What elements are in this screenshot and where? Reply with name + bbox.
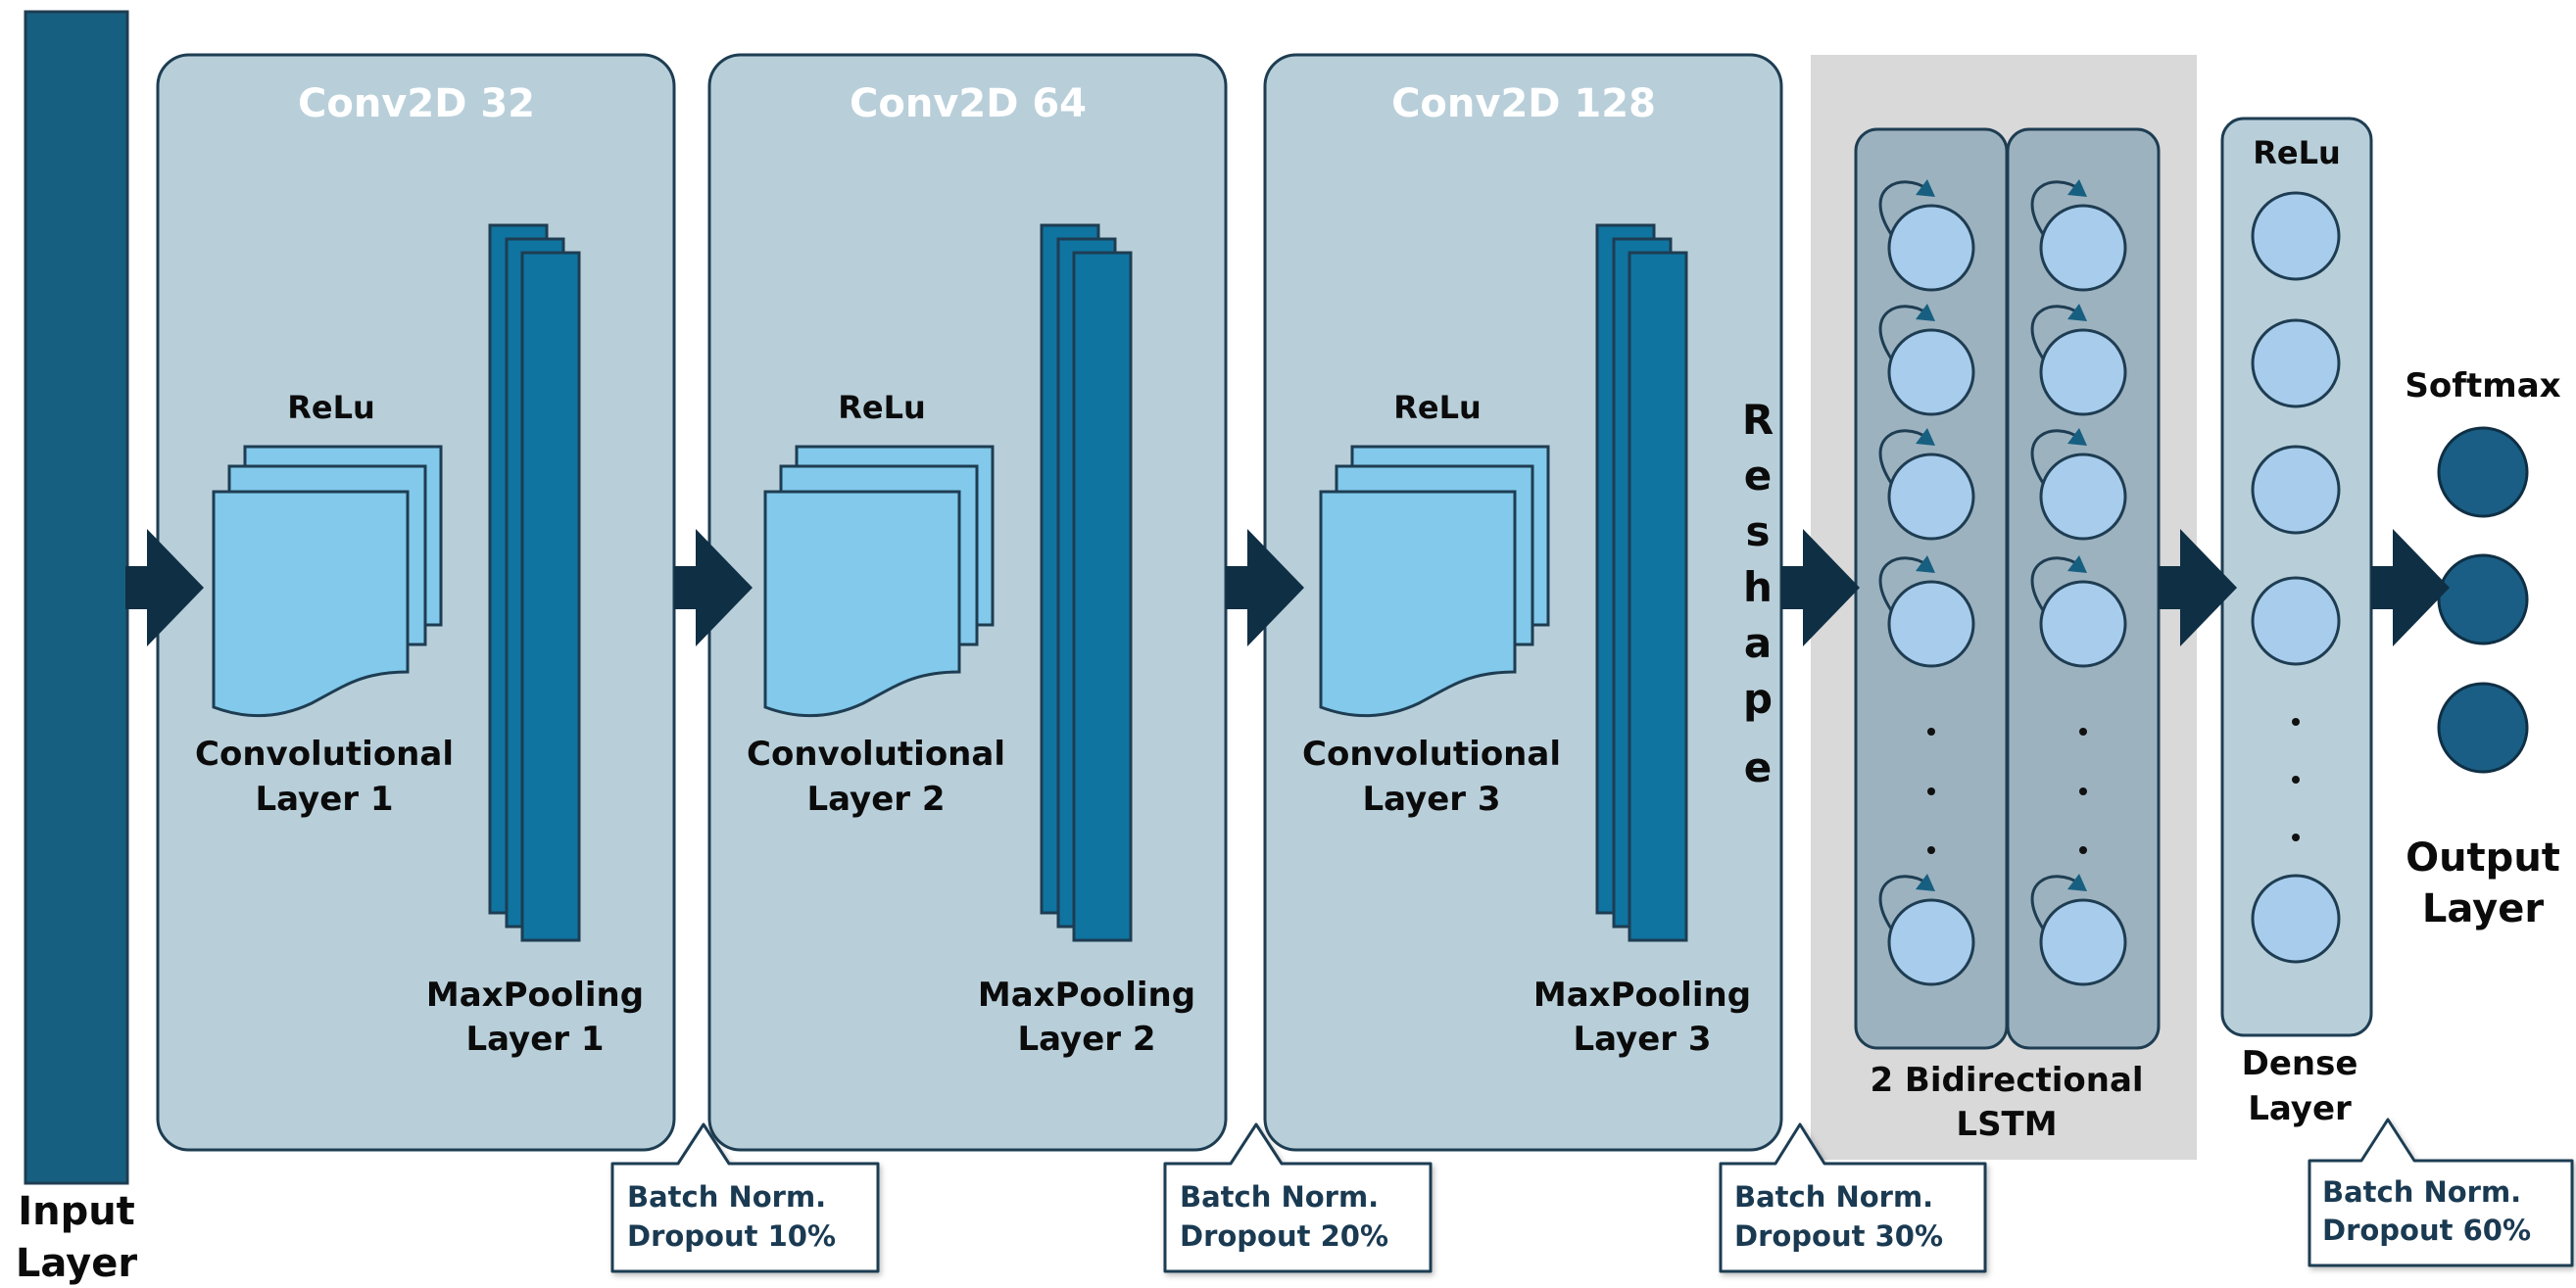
- reshape-letter: e: [1744, 452, 1773, 500]
- conv-block-3: Conv2D 128 ReLu Convolutional Layer 3 Ma…: [1263, 53, 1783, 1152]
- lstm-neuron: [1878, 179, 1975, 292]
- maxpool-layer-1-label-line1: MaxPooling: [426, 976, 644, 1015]
- ellipsis-dot: [1927, 787, 1935, 795]
- conv-layer-2-label-line1: Convolutional: [747, 735, 1005, 774]
- dense-neuron: [2251, 576, 2341, 666]
- maxpool-layer-3-label-line1: MaxPooling: [1533, 976, 1751, 1015]
- ellipsis-dot: [2292, 834, 2300, 841]
- conv-layer-3-label-line2: Layer 3: [1362, 780, 1500, 819]
- conv-block-1-activation: ReLu: [287, 389, 375, 426]
- conv-block-3-activation: ReLu: [1393, 389, 1482, 426]
- reshape-letter: a: [1744, 619, 1772, 667]
- callout-3-line1: Batch Norm.: [1734, 1180, 1933, 1214]
- maxpool-stack-3: [1595, 223, 1688, 942]
- dense-label-line2: Layer: [2248, 1089, 2352, 1128]
- arrow-right-icon: [2159, 529, 2237, 646]
- lstm-block: 2 Bidirectional LSTM: [1811, 55, 2197, 1160]
- input-layer-label-line2: Layer: [16, 1241, 137, 1286]
- conv-block-1-title: Conv2D 32: [298, 81, 535, 126]
- arrow-right-icon: [674, 529, 753, 646]
- maxpool-stack-1: [488, 223, 581, 942]
- conv-block-2-activation: ReLu: [838, 389, 926, 426]
- dense-block: ReLu Dense Layer: [2220, 117, 2373, 1128]
- maxpool-layer-3-label-line2: Layer 3: [1573, 1020, 1711, 1059]
- dense-neuron: [2251, 445, 2341, 535]
- conv-layer-2-label-line2: Layer 2: [806, 780, 945, 819]
- conv-block-3-title: Conv2D 128: [1391, 81, 1656, 126]
- output-activation: Softmax: [2405, 366, 2560, 405]
- feature-map-stack-3: [1319, 445, 1550, 718]
- ellipsis-dot: [2292, 718, 2300, 726]
- arrow-right-icon: [1226, 529, 1304, 646]
- reshape-letter: h: [1743, 563, 1773, 611]
- callout-2-line1: Batch Norm.: [1180, 1180, 1379, 1214]
- lstm-neuron: [2030, 179, 2127, 292]
- dense-activation: ReLu: [2253, 134, 2341, 171]
- callout-batchnorm-dropout-10: [610, 1122, 880, 1273]
- ellipsis-dot: [2079, 846, 2087, 854]
- lstm-neuron: [2030, 874, 2127, 986]
- lstm-label-line1: 2 Bidirectional: [1870, 1061, 2143, 1100]
- output-label-line2: Layer: [2422, 886, 2544, 931]
- reshape-label: R e s h a p e: [1742, 396, 1774, 791]
- conv-block-2: Conv2D 64 ReLu Convolutional Layer 2 Max…: [707, 53, 1228, 1152]
- callout-1-line2: Dropout 10%: [627, 1219, 836, 1253]
- ellipsis-dot: [2079, 728, 2087, 736]
- ellipsis-dot: [2292, 776, 2300, 784]
- input-layer-label-line1: Input: [18, 1189, 135, 1234]
- output-neuron: [2437, 553, 2529, 645]
- feature-map-stack-2: [763, 445, 995, 718]
- flow-arrows: [125, 529, 2450, 646]
- dense-label-line1: Dense: [2242, 1044, 2358, 1083]
- dense-neuron: [2251, 874, 2341, 964]
- callout-4-line1: Batch Norm.: [2322, 1175, 2521, 1209]
- reshape-letter: R: [1742, 396, 1774, 444]
- callout-4-line2: Dropout 60%: [2322, 1214, 2531, 1247]
- input-layer-bar: [24, 10, 129, 1185]
- ellipsis-dot: [2079, 787, 2087, 795]
- lstm-neuron: [2030, 555, 2127, 668]
- output-neuron: [2437, 426, 2529, 518]
- arrow-right-icon: [1781, 529, 1860, 646]
- lstm-neuron: [2030, 428, 2127, 541]
- lstm-neuron: [1878, 428, 1975, 541]
- arrow-right-icon: [2371, 529, 2450, 646]
- feature-map-stack-1: [212, 445, 443, 718]
- maxpool-layer-2-label-line1: MaxPooling: [978, 976, 1195, 1015]
- callout-1-line1: Batch Norm.: [627, 1180, 826, 1214]
- callout-3-line2: Dropout 30%: [1734, 1219, 1943, 1253]
- ellipsis-dot: [1927, 846, 1935, 854]
- dense-neuron: [2251, 191, 2341, 281]
- conv-layer-1-label-line1: Convolutional: [195, 735, 454, 774]
- maxpool-layer-1-label-line2: Layer 1: [465, 1020, 604, 1059]
- lstm-label-line2: LSTM: [1956, 1105, 2057, 1144]
- maxpool-stack-2: [1040, 223, 1133, 942]
- conv-block-1: Conv2D 32 ReLu Convolutional Layer 1 Max…: [156, 53, 676, 1152]
- dense-neuron: [2251, 318, 2341, 408]
- maxpool-layer-2-label-line2: Layer 2: [1017, 1020, 1155, 1059]
- lstm-neuron: [1878, 555, 1975, 668]
- ellipsis-dot: [1927, 728, 1935, 736]
- output-neuron: [2437, 682, 2529, 774]
- reshape-letter: s: [1746, 507, 1771, 555]
- reshape-letter: e: [1744, 743, 1773, 791]
- conv-block-2-title: Conv2D 64: [850, 81, 1087, 126]
- lstm-neuron: [1878, 874, 1975, 986]
- callout-batchnorm-dropout-20: [1163, 1122, 1433, 1273]
- callout-2-line2: Dropout 20%: [1180, 1219, 1388, 1253]
- callout-batchnorm-dropout-60: [2308, 1118, 2574, 1267]
- reshape-letter: p: [1743, 675, 1773, 723]
- lstm-neuron: [2030, 304, 2127, 416]
- arrow-right-icon: [125, 529, 204, 646]
- conv-layer-3-label-line1: Convolutional: [1302, 735, 1561, 774]
- lstm-neuron: [1878, 304, 1975, 416]
- output-block: Softmax Output Layer: [2405, 366, 2560, 931]
- conv-layer-1-label-line2: Layer 1: [255, 780, 393, 819]
- output-label-line1: Output: [2406, 835, 2560, 881]
- callout-batchnorm-dropout-30: [1719, 1122, 1987, 1273]
